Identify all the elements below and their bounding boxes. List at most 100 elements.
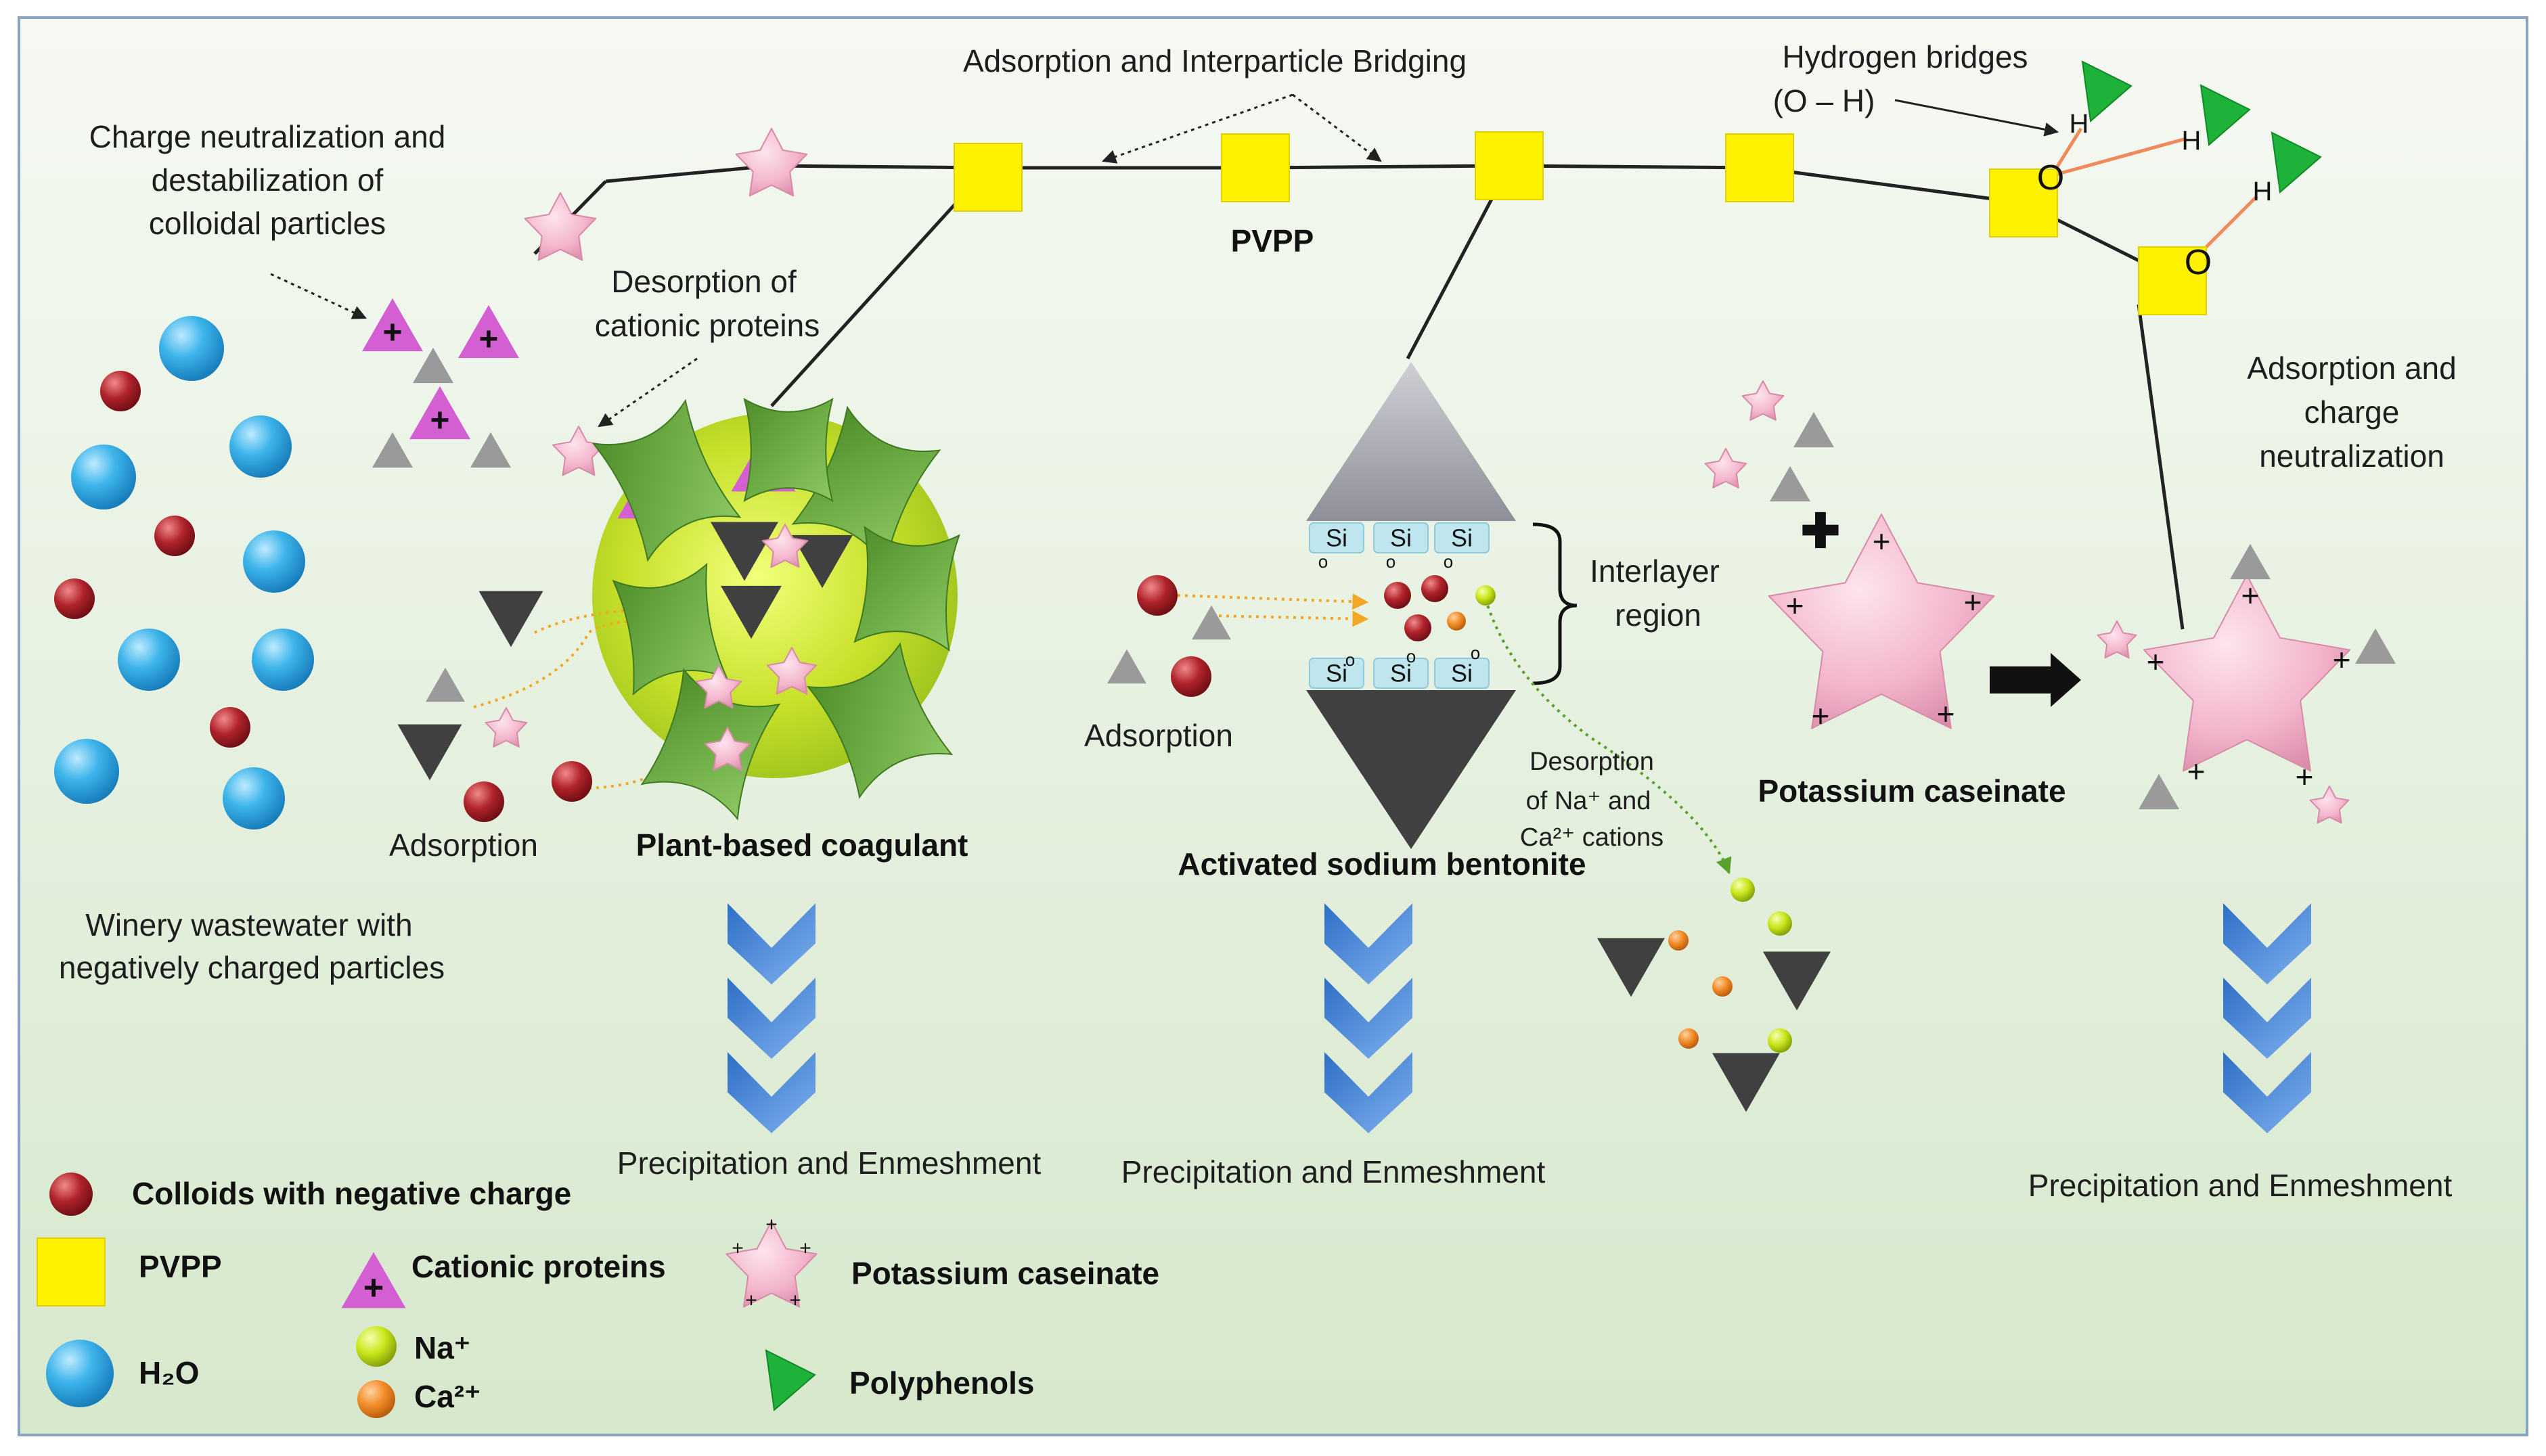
- interlayer-bracket: [1532, 522, 1578, 685]
- coagulant-leaf-shape: [806, 642, 954, 799]
- coagulant-leaf: [612, 562, 728, 696]
- gray-triangle: [1793, 411, 1834, 448]
- pvpp-square-icon: [1475, 131, 1544, 200]
- water-drop-icon: [243, 530, 305, 593]
- pvpp-square-icon: [1989, 168, 2058, 237]
- caseinate-star-icon: [704, 727, 751, 771]
- bold-plus-sign: ✚: [1801, 505, 1841, 558]
- plus-sign: +: [430, 401, 450, 438]
- label-adsorption-mid: Adsorption: [1084, 718, 1233, 753]
- plus-sign: +: [363, 1268, 384, 1307]
- pvpp-to-coagulant-line: [770, 166, 989, 407]
- pvpp-square-icon: [1221, 133, 1290, 202]
- coagulant-leaf-shape: [612, 562, 728, 696]
- water-drop-icon: [46, 1340, 114, 1407]
- water-drop-icon: [54, 739, 119, 804]
- chevron-down-icon: [1324, 1052, 1412, 1133]
- plus-sign: +: [1812, 698, 1830, 733]
- pvpp-to-caseinate-line: [2137, 304, 2185, 630]
- colloid-icon: [1404, 614, 1431, 641]
- plus-sign: +: [2147, 644, 2165, 679]
- pvpp-square-icon: [37, 1237, 106, 1306]
- bentonite-top-triangle: [1306, 362, 1516, 521]
- plus-sign: +: [745, 1290, 757, 1312]
- silicon-atom: Si: [1451, 524, 1473, 552]
- plus-sign: +: [2187, 754, 2206, 789]
- label-pvpp: PVPP: [1231, 223, 1314, 258]
- cationic-protein-icon: [409, 386, 470, 440]
- dark-triangle: [792, 534, 853, 589]
- plus-sign: +: [2296, 759, 2314, 794]
- label-caseinate: Potassium caseinate: [1758, 773, 2065, 809]
- label-adsorption-left: Adsorption: [389, 827, 538, 863]
- adsorption-arrow-orange: [1177, 593, 1369, 610]
- label-ads-neut-1: Adsorption and: [2247, 350, 2456, 386]
- caseinate-star-icon: [1768, 514, 1995, 729]
- gray-triangle: [2139, 773, 2179, 810]
- label-wastewater-2: negatively charged particles: [59, 950, 445, 985]
- label-ads-neut-3: neutralization: [2259, 438, 2444, 474]
- silica-cell: [1373, 522, 1429, 553]
- gray-triangle: [372, 432, 413, 468]
- label-wastewater-1: Winery wastewater with: [85, 907, 412, 942]
- water-drop-icon: [71, 445, 136, 509]
- legend-polyphenols-label: Polyphenols: [849, 1365, 1034, 1401]
- plus-sign: +: [789, 1290, 801, 1312]
- caseinate-star-icon: [485, 707, 528, 748]
- hbond-line: [2050, 137, 2187, 178]
- caseinate-star-icon: [761, 524, 809, 568]
- polyphenol-icon: [2199, 84, 2251, 146]
- coagulant-leaf: [806, 642, 954, 799]
- dark-triangle: [711, 522, 778, 581]
- bridging-arrow-right: [1292, 93, 1382, 162]
- dark-triangle: [1763, 951, 1831, 1011]
- chevron-down-icon: [2223, 903, 2311, 984]
- cation-desorption-arrow: [1484, 598, 1732, 875]
- gray-triangle: [2355, 628, 2396, 664]
- sodium-ion-icon: [1730, 878, 1755, 902]
- label-bentonite: Activated sodium bentonite: [1178, 846, 1586, 882]
- caseinate-star-icon: [735, 128, 808, 197]
- label-ads-neut-2: charge: [2304, 394, 2400, 430]
- oxygen-atom: o: [1345, 650, 1355, 670]
- polyphenol-icon: [765, 1349, 816, 1411]
- silica-cell: [1309, 658, 1364, 689]
- oxygen-atom: o: [1386, 551, 1395, 572]
- label-plant-coagulant: Plant-based coagulant: [636, 827, 968, 863]
- pvpp-square-icon: [954, 143, 1023, 212]
- silica-cell: [1434, 522, 1490, 553]
- label-cation-desorp-2: of Na⁺ and: [1526, 787, 1651, 815]
- sodium-ion-icon: [1768, 911, 1792, 936]
- cationic-protein-icon: [458, 304, 519, 359]
- coagulant-leaf-shape: [743, 397, 834, 503]
- colloid-icon: [1384, 582, 1411, 609]
- colloid-icon: [1137, 575, 1178, 616]
- plus-sign: +: [799, 1237, 811, 1260]
- caseinate-star-icon: [695, 664, 742, 709]
- dark-triangle: [1597, 938, 1665, 997]
- bentonite-bottom-triangle: [1306, 690, 1516, 849]
- silicon-atom: Si: [1326, 524, 1347, 552]
- caseinate-star-icon: [2309, 786, 2350, 824]
- legend-h2o-label: H₂O: [139, 1355, 199, 1390]
- hydrogen-atom: H: [2070, 109, 2089, 139]
- coagulant-leaf: [591, 399, 742, 562]
- label-charge-neut-3: colloidal particles: [149, 206, 386, 241]
- dark-triangle: [478, 591, 543, 647]
- caseinate-star-icon: [1704, 448, 1747, 488]
- cationic-protein-icon: [362, 298, 423, 352]
- coagulant-leaf: [853, 525, 960, 652]
- label-interlayer-2: region: [1615, 597, 1701, 633]
- silica-cell: [1434, 658, 1490, 689]
- gray-triangle: [1770, 465, 1810, 502]
- legend-pvpp-label: PVPP: [139, 1249, 222, 1284]
- plus-sign: +: [732, 1237, 744, 1260]
- calcium-ion-icon: [357, 1380, 395, 1418]
- label-desorption-1: Desorption of: [611, 264, 797, 299]
- label-bridging: Adsorption and Interparticle Bridging: [963, 43, 1467, 78]
- chevron-down-icon: [1324, 978, 1412, 1059]
- oxygen-atom: o: [1471, 643, 1480, 663]
- polyphenol-icon: [2271, 131, 2322, 194]
- caseinate-star-icon: [524, 192, 597, 261]
- chevron-down-icon: [728, 903, 816, 984]
